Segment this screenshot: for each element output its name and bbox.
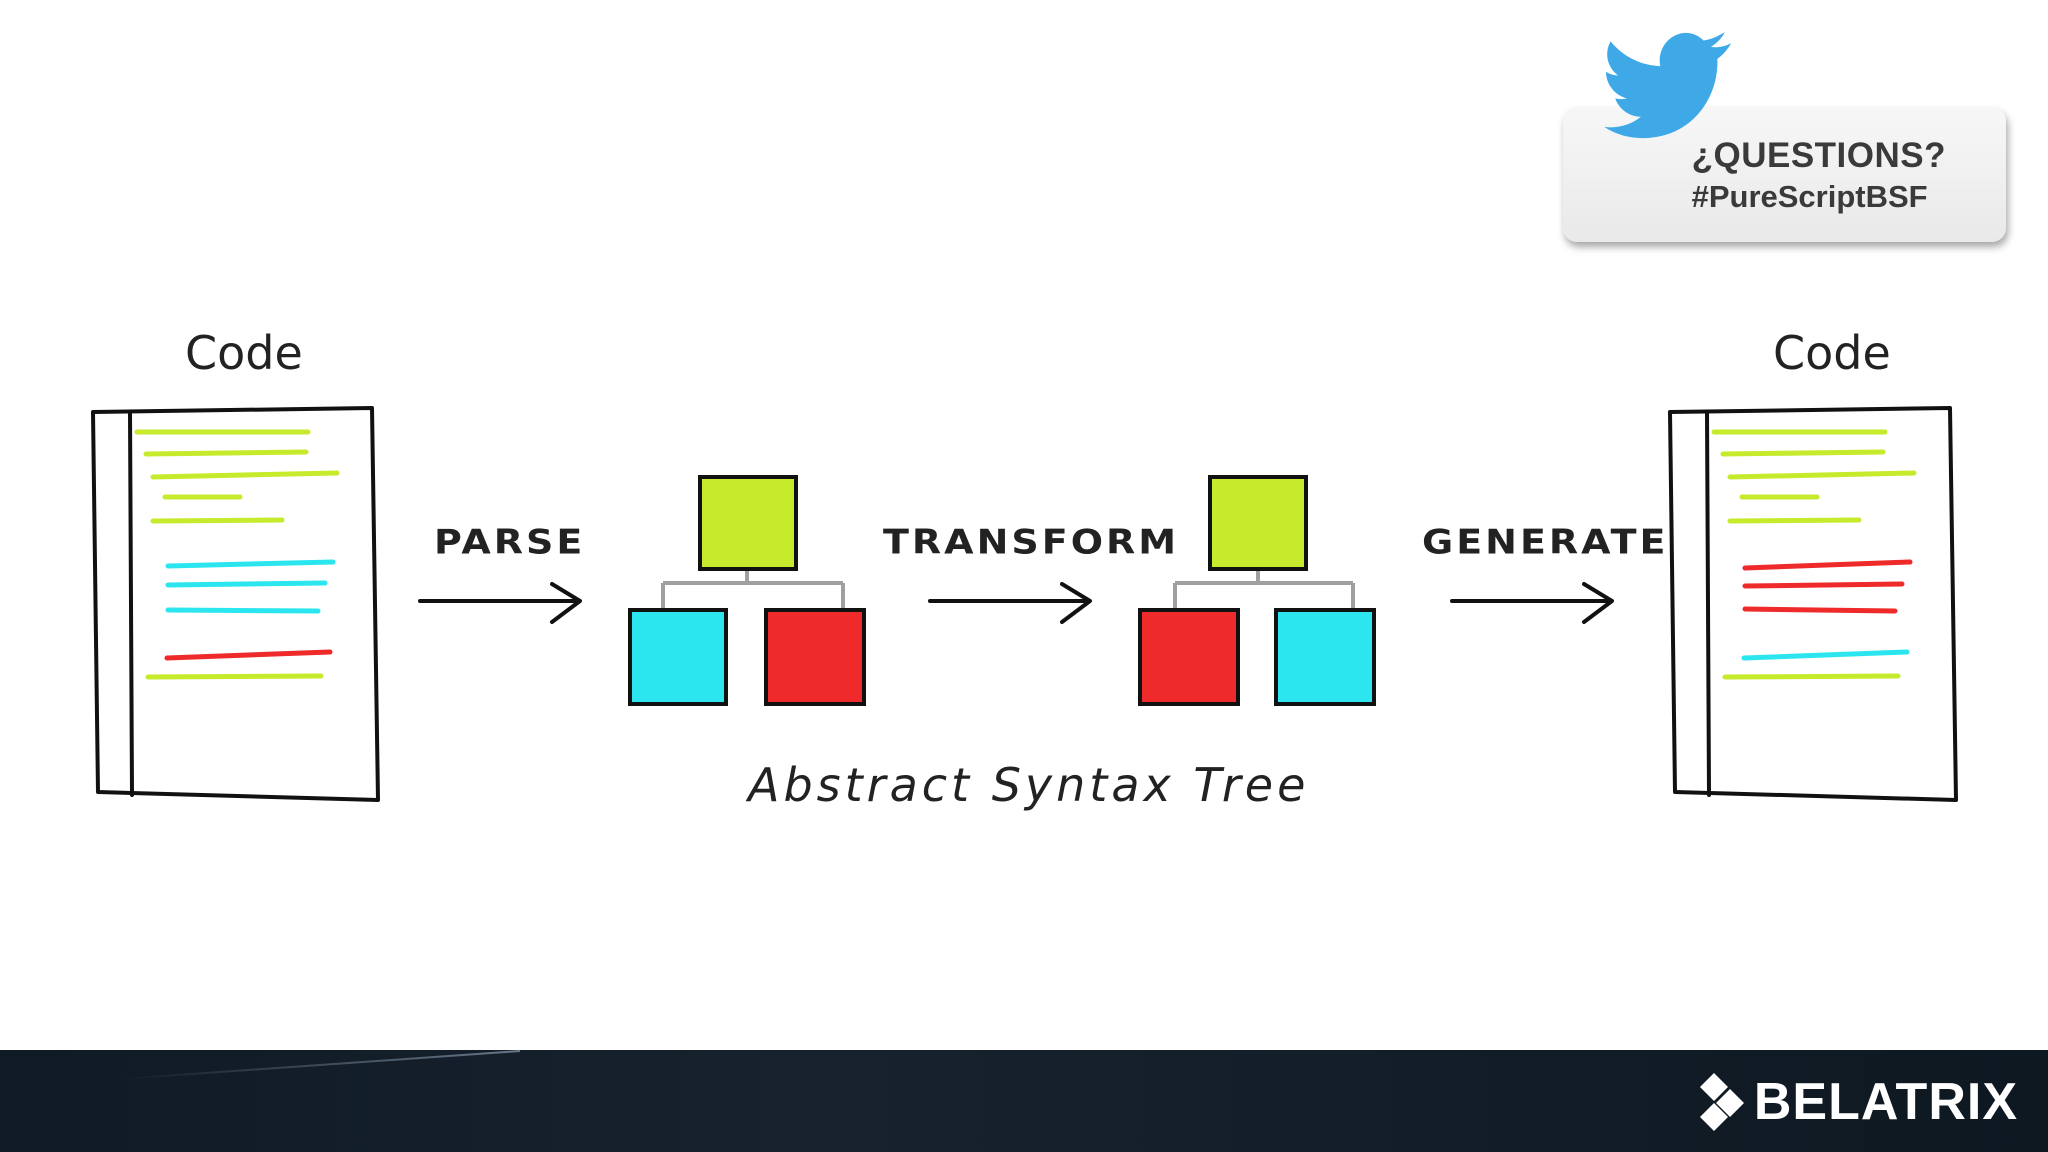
- left-code-document: [93, 408, 378, 800]
- footer-bar: BELATRIX: [0, 1050, 2048, 1152]
- code-line: [148, 676, 321, 677]
- root-node: [700, 477, 796, 569]
- belatrix-logo: BELATRIX: [1700, 1072, 2018, 1132]
- left-document-page: [93, 408, 378, 800]
- ast-before: [630, 477, 864, 704]
- right-child-node: [1276, 610, 1374, 704]
- tree-connector: [663, 568, 843, 608]
- left-child-node: [1140, 610, 1238, 704]
- right-code-document: [1670, 408, 1956, 800]
- ast-after: [1140, 477, 1374, 704]
- root-node: [1210, 477, 1306, 569]
- left-code-lines: [137, 432, 337, 677]
- code-line: [167, 652, 330, 658]
- code-line: [1730, 520, 1859, 521]
- parse-arrow: [420, 584, 580, 622]
- code-line: [1745, 609, 1895, 611]
- code-line: [1730, 473, 1914, 477]
- tree-connector: [1175, 568, 1353, 608]
- generate-arrow: [1452, 584, 1612, 622]
- code-line: [146, 452, 306, 454]
- code-line: [1744, 652, 1907, 658]
- left-child-node: [630, 610, 726, 704]
- code-line: [153, 520, 282, 521]
- footer-light-streak: [121, 1050, 520, 1080]
- code-line: [168, 562, 333, 566]
- slide: ¿QUESTIONS? #PureScriptBSF Code Code PAR…: [0, 0, 2048, 1050]
- right-document-spine: [1707, 413, 1709, 795]
- code-line: [1725, 676, 1898, 677]
- transform-arrow: [930, 584, 1090, 622]
- right-code-lines: [1714, 432, 1914, 677]
- right-child-node: [766, 610, 864, 704]
- code-line: [153, 473, 337, 477]
- left-document-spine: [130, 413, 132, 795]
- code-line: [168, 583, 325, 585]
- code-line: [1723, 452, 1883, 454]
- code-line: [168, 610, 318, 611]
- code-line: [1745, 562, 1910, 568]
- right-document-page: [1670, 408, 1956, 800]
- logo-text: BELATRIX: [1754, 1072, 2018, 1132]
- compiler-pipeline-diagram: [0, 0, 2048, 1050]
- code-line: [1745, 584, 1902, 586]
- belatrix-logo-mark-icon: [1700, 1073, 1744, 1131]
